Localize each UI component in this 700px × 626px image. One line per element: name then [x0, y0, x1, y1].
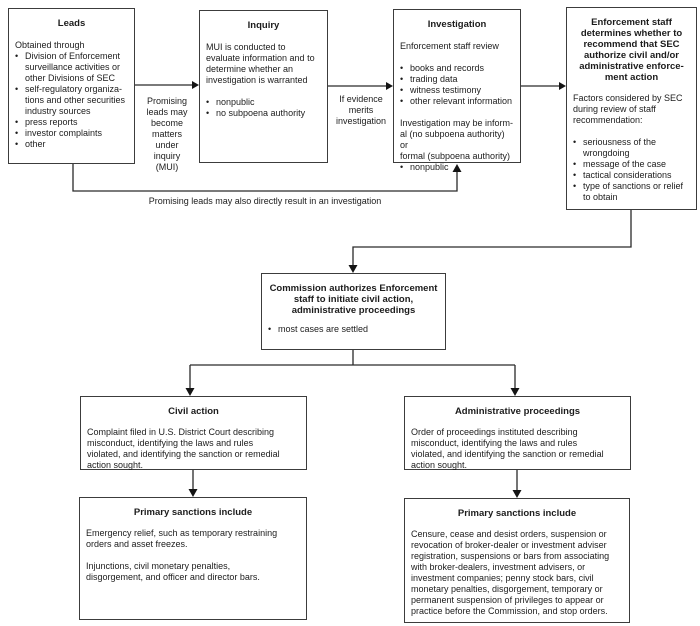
arrowhead-down-icon: [512, 490, 522, 498]
box-civil-action-body: Complaint filed in U.S. District Court d…: [87, 427, 280, 470]
bullet-item: •other: [15, 139, 46, 149]
bullet-item: •no subpoena authority: [206, 108, 306, 118]
bullet-marker: •: [15, 84, 19, 94]
bullet-item: •tactical considerations: [573, 170, 672, 180]
bullet-marker: •: [206, 97, 210, 107]
bullet-marker: •: [15, 139, 19, 149]
box-enforcement-staff-intro: Factors considered by SEC during review …: [573, 93, 683, 125]
bullet-item: •investor complaints: [15, 128, 103, 138]
arrowhead-down-icon: [185, 388, 195, 396]
box-admin-proceedings-body: Order of proceedings instituted describi…: [411, 427, 604, 470]
box-enforcement-staff: Enforcement staff determines whether to …: [566, 7, 697, 210]
bullet-item: •message of the case: [573, 159, 667, 169]
box-leads: Leads Obtained through •Division of Enfo…: [8, 8, 135, 164]
bullet-marker: •: [400, 74, 404, 84]
arrowhead-up-icon: [452, 164, 462, 172]
box-enforcement-staff-title: Enforcement staff determines whether to …: [579, 17, 684, 83]
bullet-marker: •: [268, 324, 272, 334]
bullet-item: •type of sanctions or relief to obtain: [573, 181, 684, 202]
bullet-item: •nonpublic: [206, 97, 255, 107]
arrowhead-right-icon: [559, 82, 566, 90]
box-admin-sanctions-title: Primary sanctions include: [457, 508, 577, 519]
connector-leads-to-investigation: [72, 164, 458, 192]
bullet-marker: •: [400, 63, 404, 73]
bullet-item: •Division of Enforcement surveillance ac…: [15, 51, 121, 83]
connector-enforcement-to-commission: [352, 210, 632, 266]
box-leads-bullets: •Division of Enforcement surveillance ac…: [15, 51, 128, 150]
bullet-marker: •: [400, 96, 404, 106]
bullet-marker: •: [15, 128, 19, 138]
bullet-marker: •: [15, 117, 19, 127]
bullet-item: •seriousness of the wrongdoing: [573, 137, 657, 158]
label-leads-to-investigation: Promising leads may also directly result…: [148, 196, 382, 206]
box-civil-sanctions: Primary sanctions include Emergency reli…: [79, 497, 307, 620]
arrowhead-right-icon: [386, 82, 393, 90]
box-inquiry: Inquiry MUI is conducted to evaluate inf…: [199, 10, 328, 163]
bullet-marker: •: [573, 170, 577, 180]
box-leads-title: Leads: [57, 18, 86, 29]
box-civil-sanctions-title: Primary sanctions include: [133, 507, 253, 518]
bullet-marker: •: [573, 181, 577, 191]
box-admin-sanctions-body: Censure, cease and desist orders, suspen…: [411, 529, 610, 616]
box-civil-action-title: Civil action: [168, 406, 219, 417]
arrowhead-down-icon: [510, 388, 520, 396]
arrowhead-down-icon: [348, 265, 358, 273]
box-investigation-bullets2: •nonpublic: [400, 162, 514, 173]
label-inquiry-to-investigation: If evidence merits investigation: [335, 94, 387, 126]
bullet-marker: •: [206, 108, 210, 118]
bullet-marker: •: [15, 51, 19, 61]
bullet-item: •witness testimony: [400, 85, 482, 95]
box-investigation-title: Investigation: [427, 19, 487, 30]
bullet-marker: •: [400, 85, 404, 95]
box-admin-proceedings: Administrative proceedings Order of proc…: [404, 396, 631, 470]
box-admin-sanctions: Primary sanctions include Censure, cease…: [404, 498, 630, 623]
bullet-item: •books and records: [400, 63, 485, 73]
bullet-marker: •: [573, 159, 577, 169]
box-commission-bullets: •most cases are settled: [268, 324, 439, 335]
bullet-marker: •: [573, 137, 577, 147]
box-civil-sanctions-para2: Injunctions, civil monetary penalties, d…: [86, 561, 260, 582]
box-investigation-para: Investigation may be inform- al (no subp…: [400, 118, 514, 161]
box-civil-sanctions-para1: Emergency relief, such as temporary rest…: [86, 528, 278, 549]
bullet-marker: •: [400, 162, 404, 172]
box-civil-action: Civil action Complaint filed in U.S. Dis…: [80, 396, 307, 470]
bullet-item: •other relevant information: [400, 96, 513, 106]
bullet-item: •nonpublic: [400, 162, 449, 172]
box-inquiry-bullets: •nonpublic •no subpoena authority: [206, 97, 321, 119]
box-investigation: Investigation Enforcement staff review •…: [393, 9, 521, 172]
box-admin-proceedings-title: Administrative proceedings: [454, 406, 581, 417]
bullet-item: •self-regulatory organiza- tions and oth…: [15, 84, 126, 116]
box-investigation-intro: Enforcement staff review: [400, 41, 499, 51]
bullet-item: •most cases are settled: [268, 324, 369, 334]
arrowhead-right-icon: [192, 81, 199, 89]
box-leads-intro: Obtained through: [15, 40, 85, 50]
box-investigation-bullets: •books and records •trading data •witnes…: [400, 63, 514, 107]
bullet-item: •press reports: [15, 117, 78, 127]
bullet-item: •trading data: [400, 74, 458, 84]
box-commission: Commission authorizes Enforcement staff …: [261, 273, 446, 350]
box-inquiry-title: Inquiry: [247, 20, 280, 31]
box-commission-title: Commission authorizes Enforcement staff …: [269, 283, 438, 316]
label-leads-to-inquiry: Promising leads may become matters under…: [146, 96, 188, 172]
arrowheads: [185, 81, 566, 498]
box-inquiry-intro: MUI is conducted to evaluate information…: [206, 42, 315, 85]
box-enforcement-staff-bullets: •seriousness of the wrongdoing •message …: [573, 137, 690, 203]
arrowhead-down-icon: [188, 489, 198, 497]
